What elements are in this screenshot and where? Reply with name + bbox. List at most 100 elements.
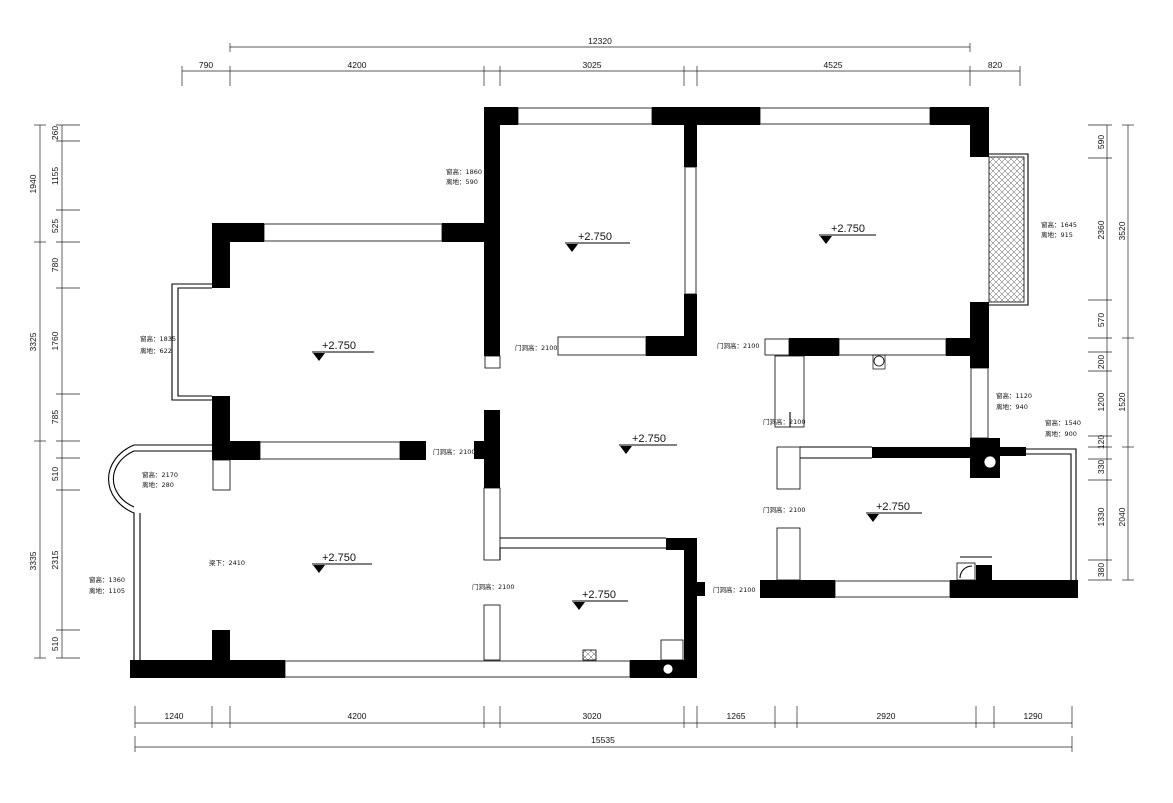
dim-right-inner-3: 200 xyxy=(1096,355,1106,369)
dim-top-3: 4525 xyxy=(824,60,843,70)
dim-right-inner-7: 1330 xyxy=(1096,507,1106,526)
door-labels: 门洞高：2100 门洞高：2100 门洞高：2100 门洞高：2100 门洞高：… xyxy=(433,341,806,594)
room-level-6: +2.750 xyxy=(582,589,616,601)
window-note-5-line-1: 离地：280 xyxy=(142,480,174,489)
door-label-4: 门洞高：2100 xyxy=(763,505,806,514)
window-note-6-line-1: 离地：1105 xyxy=(89,586,125,595)
bottom-dimension-total: 15535 xyxy=(134,735,1073,752)
dim-right-outer-2: 2040 xyxy=(1117,507,1127,526)
level-marker: +2.750 xyxy=(572,589,628,610)
room-level-2: +2.750 xyxy=(322,340,356,352)
level-triangle-icon xyxy=(620,446,632,454)
dim-bottom-3: 1265 xyxy=(727,711,746,721)
door-label-2: 门洞高：2100 xyxy=(763,417,806,426)
window-note-3-line-1: 离地：940 xyxy=(996,402,1028,411)
window-note-2-line-0: 窗高：1835 xyxy=(140,334,176,343)
dim-right-inner-5: 120 xyxy=(1096,435,1106,449)
room-level-4: +2.750 xyxy=(876,501,910,513)
window-note-3-line-0: 窗高：1120 xyxy=(996,391,1032,400)
dim-bottom-total: 15535 xyxy=(591,735,615,745)
level-triangle-icon xyxy=(313,565,325,573)
dim-top-2: 3025 xyxy=(583,60,602,70)
dim-left-outer-2: 3335 xyxy=(28,551,38,570)
level-marker: +2.750 xyxy=(819,223,876,244)
floor-drain-icon xyxy=(582,649,597,661)
room-level-3: +2.750 xyxy=(632,433,666,445)
dim-left-inner-2: 525 xyxy=(50,219,60,233)
room-level-1: +2.750 xyxy=(831,223,865,235)
door-label-5: 门洞高：2100 xyxy=(472,582,515,591)
dim-top-4: 820 xyxy=(988,60,1002,70)
level-triangle-icon xyxy=(867,514,879,522)
pipe-icon xyxy=(873,355,885,367)
beam-note: 梁下：2410 xyxy=(209,558,245,567)
window-note-0-line-1: 离地：590 xyxy=(446,177,478,186)
window-note-4-line-0: 窗高：1540 xyxy=(1045,418,1081,427)
dim-left-inner-1: 1155 xyxy=(50,167,60,186)
dim-right-inner-8: 380 xyxy=(1096,563,1106,577)
walls xyxy=(130,107,1078,678)
window-note-4-line-1: 离地：900 xyxy=(1045,429,1077,438)
right-dimension-outer: 3520 1520 2040 xyxy=(1117,124,1134,581)
level-marker: +2.750 xyxy=(565,231,630,252)
dim-left-inner-8: 510 xyxy=(50,637,60,651)
shaft-icon xyxy=(660,639,684,661)
dim-left-inner-3: 780 xyxy=(50,258,60,272)
window-note-2-line-1: 离地：622 xyxy=(140,346,172,355)
pipe-icon xyxy=(983,455,997,469)
dim-right-inner-2: 570 xyxy=(1096,313,1106,327)
window-note-5-line-0: 窗高：2170 xyxy=(142,470,178,479)
dim-bottom-1: 4200 xyxy=(348,711,367,721)
room-level-5: +2.750 xyxy=(322,552,356,564)
dim-right-inner-1: 2360 xyxy=(1096,220,1106,239)
dim-top-0: 790 xyxy=(199,60,213,70)
room-level-0: +2.750 xyxy=(578,231,612,243)
left-dimension-outer: 1940 3325 3335 xyxy=(28,124,46,659)
level-triangle-icon xyxy=(566,244,578,252)
window-notes: 窗高：1860 离地：590 窗高：1645 离地：915 窗高：1835 离地… xyxy=(89,167,1081,595)
window-note-1-line-1: 离地：915 xyxy=(1041,230,1073,239)
window-note-1-line-0: 窗高：1645 xyxy=(1041,220,1077,229)
shaft-icon xyxy=(956,562,976,581)
dim-bottom-0: 1240 xyxy=(165,711,184,721)
level-marker: +2.750 xyxy=(619,433,677,454)
dim-left-inner-4: 1760 xyxy=(50,331,60,350)
window-note-6-line-0: 窗高：1360 xyxy=(89,575,125,584)
dim-left-inner-0: 260 xyxy=(50,126,60,140)
dim-top-total: 12320 xyxy=(588,36,612,46)
dim-left-outer-1: 3325 xyxy=(28,332,38,351)
dim-right-inner-4: 1200 xyxy=(1096,392,1106,411)
dim-top-1: 4200 xyxy=(348,60,367,70)
dim-bottom-2: 3020 xyxy=(583,711,602,721)
window-note-0-line-0: 窗高：1860 xyxy=(446,167,482,176)
dim-right-inner-6: 330 xyxy=(1096,460,1106,474)
dim-left-inner-7: 2315 xyxy=(50,550,60,569)
dim-right-outer-1: 1520 xyxy=(1117,392,1127,411)
door-label-0: 门洞高：2100 xyxy=(515,343,558,352)
level-marker: +2.750 xyxy=(312,340,374,361)
top-dimension-chain: 790 4200 3025 4525 820 xyxy=(181,60,1021,86)
door-label-3: 门洞高：2100 xyxy=(433,447,476,456)
left-dimension-inner: 260 1155 525 780 1760 785 510 2315 510 xyxy=(50,124,80,659)
dim-bottom-5: 1290 xyxy=(1024,711,1043,721)
dim-right-outer-0: 3520 xyxy=(1117,221,1127,240)
level-triangle-icon xyxy=(313,353,325,361)
level-marker: +2.750 xyxy=(312,552,372,573)
level-triangle-icon xyxy=(573,602,585,610)
dim-bottom-4: 2920 xyxy=(877,711,896,721)
level-marker: +2.750 xyxy=(866,501,922,522)
door-label-6: 门洞高：2100 xyxy=(713,585,756,594)
room-levels: +2.750 +2.750 +2.750 +2.750 +2.750 +2.75… xyxy=(312,223,922,610)
dim-right-inner-0: 590 xyxy=(1096,135,1106,149)
pipe-icon xyxy=(662,663,674,675)
bottom-dimension-chain: 1240 4200 3020 1265 2920 1290 xyxy=(134,706,1073,728)
right-dimension-inner: 590 2360 570 200 1200 120 330 1330 380 xyxy=(1088,124,1112,581)
fixtures xyxy=(582,354,997,675)
top-dimension-total: 12320 xyxy=(229,36,971,52)
wall-outlines xyxy=(108,107,1078,678)
dim-left-inner-5: 785 xyxy=(50,410,60,424)
level-triangle-icon xyxy=(820,236,832,244)
dim-left-inner-6: 510 xyxy=(50,467,60,481)
door-label-1: 门洞高：2100 xyxy=(717,341,760,350)
